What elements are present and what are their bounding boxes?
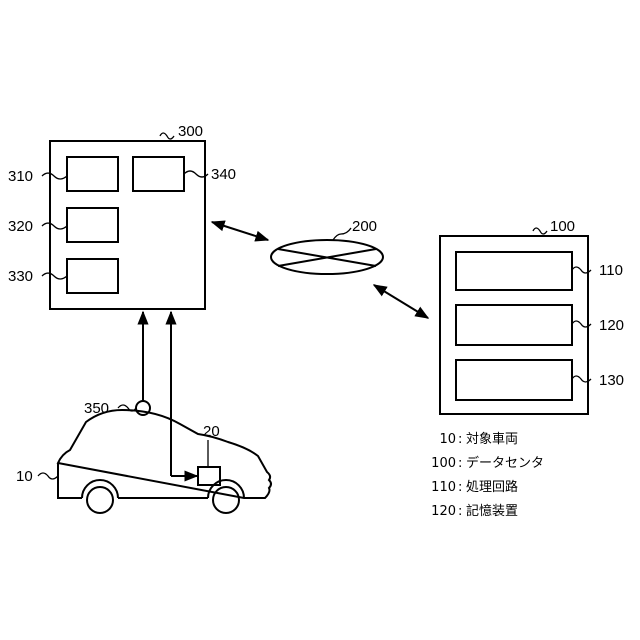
network-leader <box>333 228 351 240</box>
legend-sep-3: : <box>458 504 462 519</box>
server-box <box>50 141 205 309</box>
legend-text-1: データセンタ <box>466 455 544 471</box>
legend-id-3: 120 <box>431 504 456 519</box>
dc-third-box <box>456 360 572 400</box>
legend-id-0: 10 <box>439 432 456 447</box>
legend-id-2: 110 <box>431 480 456 495</box>
vehicle-label: 10 <box>16 468 33 485</box>
proc-c-leader <box>42 273 67 279</box>
sensor-label: 350 <box>84 400 109 417</box>
proc-d-label: 340 <box>211 166 236 183</box>
legend-text-0: 対象車両 <box>466 432 518 447</box>
legend-id-1: 100 <box>431 456 456 471</box>
vehicle-wheel-front <box>87 487 113 513</box>
server-network-arrow <box>212 222 268 240</box>
server-label: 300 <box>178 123 203 140</box>
proc-b-leader <box>42 223 67 229</box>
dc-2-label: 120 <box>599 317 624 334</box>
proc-d-box <box>133 157 184 191</box>
legend-text-3: 記憶装置 <box>466 503 518 519</box>
legend-text-2: 処理回路 <box>466 479 518 495</box>
dc-circuit-box <box>456 252 572 290</box>
dc-storage-box <box>456 305 572 345</box>
dc-3-label: 130 <box>599 372 624 389</box>
legend-sep-2: : <box>458 480 462 495</box>
legend-sep-0: : <box>458 432 462 447</box>
server-leader <box>160 133 174 139</box>
datacenter-leader <box>533 228 547 234</box>
legend-sep-1: : <box>458 456 462 471</box>
legend: 10 : 対象車両 100 : データセンタ 110 : 処理回路 120 : … <box>431 432 544 519</box>
vehicle-wheel-rear <box>213 487 239 513</box>
proc-b-box <box>67 208 118 242</box>
network-label: 200 <box>352 218 377 235</box>
proc-c-box <box>67 259 118 293</box>
vehicle-leader <box>38 473 58 479</box>
network-datacenter-arrow <box>374 285 428 318</box>
dc-1-label: 110 <box>599 262 623 279</box>
datacenter-box <box>440 236 588 414</box>
device-label: 20 <box>203 423 220 440</box>
proc-a-leader <box>42 173 67 179</box>
proc-b-label: 320 <box>8 218 33 235</box>
proc-c-label: 330 <box>8 268 33 285</box>
datacenter-label: 100 <box>550 218 575 235</box>
proc-a-box <box>67 157 118 191</box>
proc-a-label: 310 <box>8 168 33 185</box>
